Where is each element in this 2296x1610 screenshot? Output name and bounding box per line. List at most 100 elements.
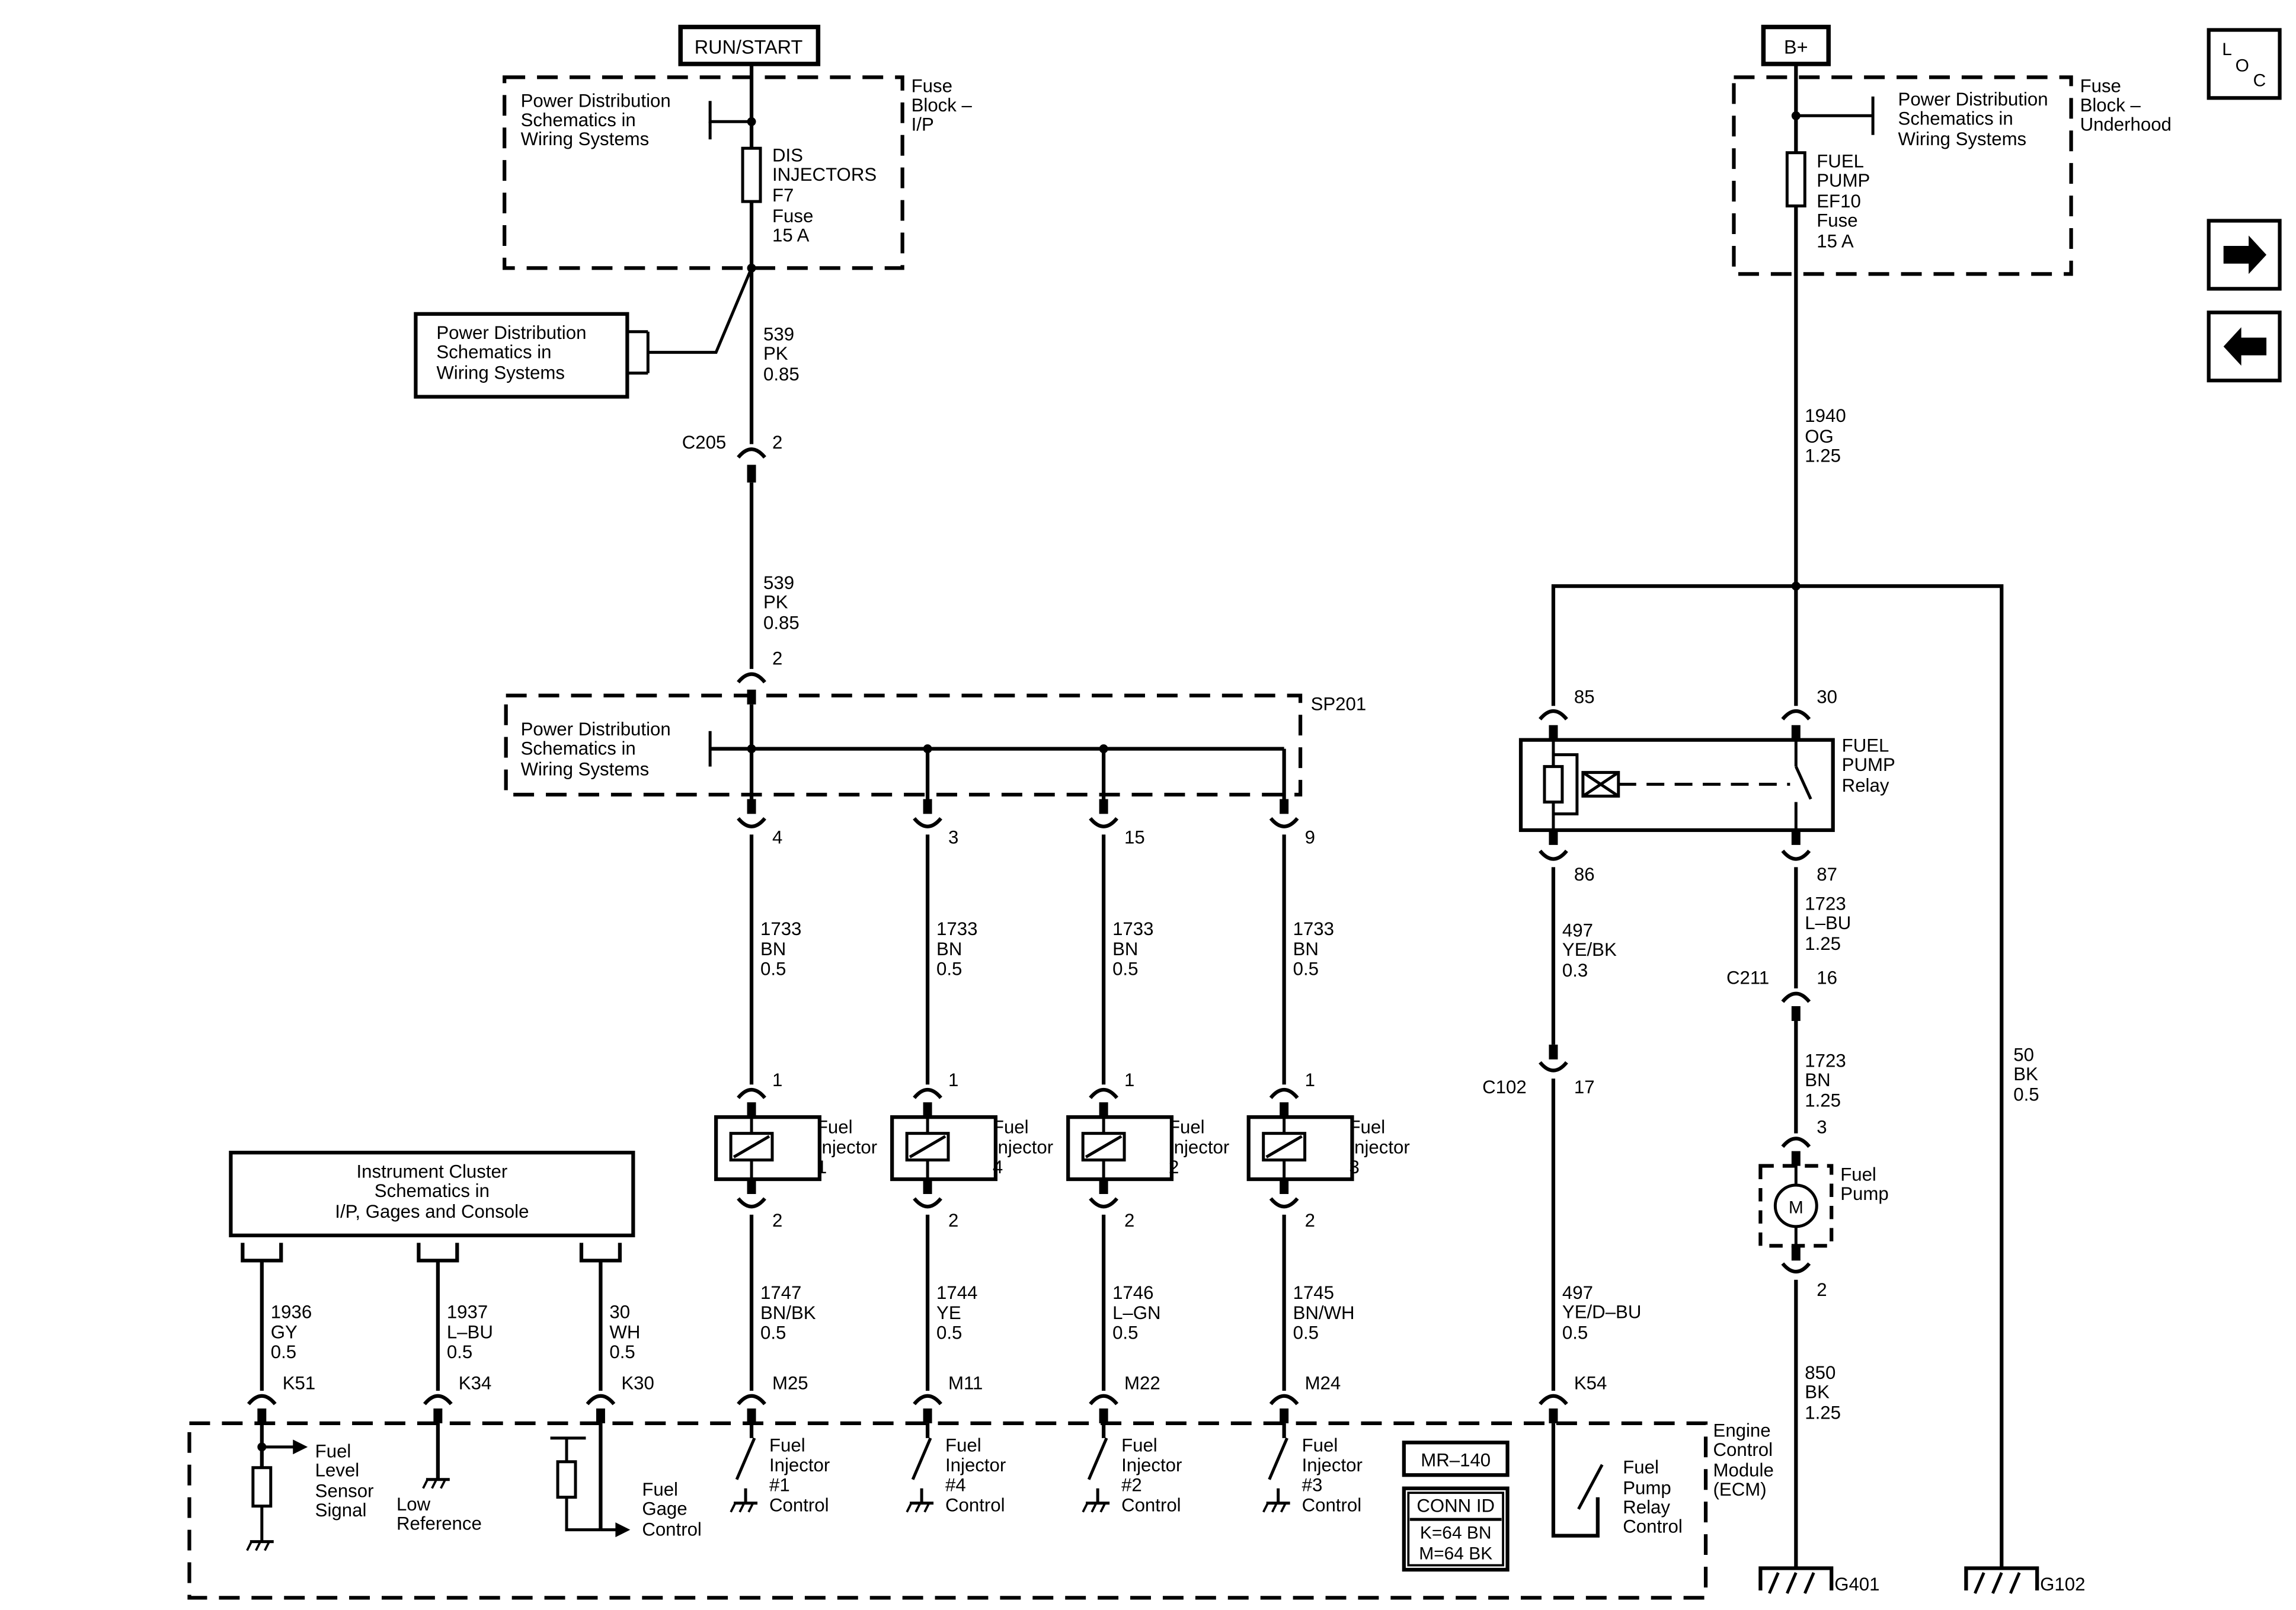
arrow-left-icon	[2223, 327, 2267, 366]
svg-text:BN/BK: BN/BK	[760, 1302, 816, 1323]
injector-pin-1: 1	[948, 1070, 958, 1090]
svg-text:Module: Module	[1713, 1460, 1774, 1481]
pds-box-left-label[interactable]: Power Distribution Schematics in Wiring …	[436, 322, 586, 383]
ic-circuit-1	[241, 1243, 283, 1423]
svg-text:WH: WH	[609, 1321, 640, 1342]
ecm-pin: M22	[1124, 1372, 1160, 1393]
ic-circuit-2	[417, 1243, 459, 1423]
sp201-pin: 15	[1124, 827, 1145, 847]
fuse-block-ip-pds-ref[interactable]: Power Distribution Schematics in Wiring …	[521, 90, 671, 149]
svg-text:Injector: Injector	[1169, 1137, 1229, 1157]
svg-text:1745: 1745	[1293, 1282, 1334, 1303]
svg-text:4: 4	[993, 1157, 1003, 1177]
ecm-pin: M24	[1305, 1372, 1341, 1393]
loc-o: O	[2236, 56, 2249, 75]
fuel-pump-relay-box	[1518, 738, 1835, 833]
svg-text:0.5: 0.5	[1293, 959, 1319, 980]
svg-text:2: 2	[1169, 1157, 1179, 1177]
svg-text:Injector: Injector	[769, 1455, 830, 1475]
injector-circuit-1	[714, 799, 821, 1513]
svg-text:Engine: Engine	[1713, 1420, 1771, 1441]
svg-text:Pump: Pump	[1840, 1183, 1888, 1204]
svg-text:50: 50	[2013, 1044, 2034, 1065]
injector-pin-2: 2	[1305, 1210, 1315, 1231]
injector-pin-1: 1	[1305, 1070, 1315, 1090]
svg-text:Fuel: Fuel	[1349, 1117, 1385, 1138]
svg-text:BN/WH: BN/WH	[1293, 1302, 1355, 1323]
injector-pin-2: 2	[948, 1210, 958, 1231]
svg-text:Schematics in: Schematics in	[1898, 108, 2013, 129]
svg-text:GY: GY	[271, 1321, 298, 1342]
svg-text:Injector: Injector	[1349, 1137, 1409, 1157]
svg-text:(ECM): (ECM)	[1713, 1479, 1767, 1500]
conn-id-line-2: M=64 BK	[1419, 1544, 1492, 1564]
fuel-gage-label: Fuel Gage Control	[642, 1479, 702, 1539]
ic-ecm-pin: K51	[283, 1372, 316, 1393]
svg-text:Injector: Injector	[1302, 1455, 1363, 1475]
svg-text:0.5: 0.5	[1293, 1323, 1319, 1343]
svg-text:Fuel: Fuel	[769, 1435, 805, 1455]
fuse-block-underhood-pds-ref[interactable]: Power Distribution Schematics in Wiring …	[1898, 89, 2048, 149]
sp201-pin-top: 2	[772, 648, 782, 668]
sp201-pds-ref[interactable]: Power Distribution Schematics in Wiring …	[521, 719, 671, 779]
svg-text:850: 850	[1805, 1362, 1835, 1383]
svg-text:1747: 1747	[760, 1282, 801, 1303]
svg-text:YE/D–BU: YE/D–BU	[1562, 1302, 1641, 1323]
svg-text:1.25: 1.25	[1805, 933, 1841, 954]
sp201-pin: 3	[948, 827, 958, 847]
svg-text:0.5: 0.5	[447, 1342, 472, 1362]
prev-page-button[interactable]	[2207, 311, 2282, 383]
svg-text:FUEL: FUEL	[1842, 735, 1889, 756]
svg-text:Fuel: Fuel	[1121, 1435, 1157, 1455]
c102-pin: 17	[1574, 1077, 1595, 1097]
svg-text:Injector: Injector	[993, 1137, 1053, 1157]
relay-label: FUEL PUMP Relay	[1842, 735, 1895, 796]
svg-text:Control: Control	[1713, 1439, 1773, 1460]
wire-850: 850 BK 1.25	[1805, 1362, 1841, 1423]
next-page-button[interactable]	[2207, 219, 2282, 291]
low-reference-label: Low Reference	[396, 1494, 482, 1534]
svg-text:Wiring Systems: Wiring Systems	[521, 759, 650, 780]
arrow-right-icon	[2223, 235, 2267, 274]
c205-pin: 2	[772, 432, 782, 453]
k54-pin: K54	[1574, 1372, 1607, 1393]
ground-g401-icon	[1758, 1566, 1834, 1590]
svg-text:Low: Low	[396, 1494, 431, 1515]
ic-box-label[interactable]: Instrument Cluster Schematics in I/P, Ga…	[335, 1161, 529, 1222]
svg-text:Control: Control	[769, 1494, 829, 1515]
svg-text:PUMP: PUMP	[1817, 170, 1870, 191]
mr-140-label: MR–140	[1421, 1449, 1491, 1470]
ground-g102-icon	[1964, 1566, 2039, 1590]
motor-label: M	[1789, 1198, 1803, 1217]
svg-text:1723: 1723	[1805, 894, 1846, 914]
fuse-f7-symbol	[741, 146, 762, 203]
svg-text:Schematics in: Schematics in	[521, 110, 636, 130]
injector-pin-1: 1	[772, 1070, 782, 1090]
svg-text:BN: BN	[1293, 939, 1319, 959]
svg-text:BK: BK	[1805, 1381, 1830, 1402]
svg-text:EF10: EF10	[1817, 191, 1861, 212]
svg-text:Signal: Signal	[315, 1500, 367, 1521]
ecm-outline	[187, 1421, 1708, 1600]
svg-text:INJECTORS: INJECTORS	[772, 164, 877, 185]
svg-text:Sensor: Sensor	[315, 1481, 374, 1502]
svg-text:0.5: 0.5	[1112, 959, 1138, 980]
svg-text:1937: 1937	[447, 1302, 488, 1323]
svg-text:Fuel: Fuel	[993, 1117, 1029, 1138]
svg-text:Power Distribution: Power Distribution	[521, 719, 671, 740]
wire-539-top: 539 PK 0.85	[763, 324, 800, 385]
wire-539-mid: 539 PK 0.85	[763, 572, 800, 633]
svg-text:1.25: 1.25	[1805, 445, 1841, 466]
fuse-ef10-symbol	[1785, 151, 1806, 208]
svg-text:Wiring Systems: Wiring Systems	[1898, 129, 2027, 149]
svg-text:1733: 1733	[936, 918, 977, 939]
svg-text:3: 3	[1349, 1157, 1359, 1177]
loc-icon[interactable]	[2207, 28, 2282, 100]
fuse-ef10-label: FUEL PUMP EF10 Fuse 15 A	[1817, 151, 1870, 252]
svg-text:#1: #1	[769, 1475, 790, 1496]
